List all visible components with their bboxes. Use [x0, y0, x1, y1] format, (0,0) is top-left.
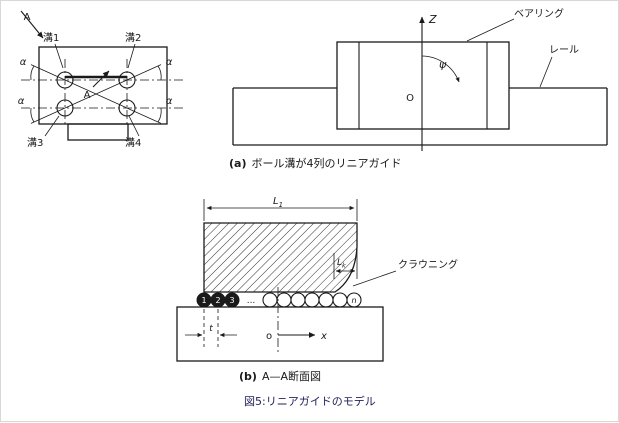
ball-mid-2 — [276, 292, 292, 308]
groove4-leader — [128, 115, 140, 137]
ball-mid-1 — [262, 292, 278, 308]
contact-line-2 — [30, 64, 162, 124]
alpha-arc-br — [157, 107, 162, 123]
groove4-label: 溝4 — [125, 136, 141, 149]
crowning-callout-leader — [352, 270, 397, 287]
rail-callout-label: レール — [549, 45, 579, 56]
groove2-leader — [127, 43, 136, 69]
section-arrow-center — [92, 70, 110, 88]
groove2-label: 溝2 — [125, 31, 141, 44]
alpha-arc-bl — [30, 107, 35, 123]
ball-ellipsis: ... — [247, 296, 256, 306]
panel-a-caption-text: ボール溝が4列のリニアガイド — [251, 156, 401, 170]
groove3-leader — [44, 115, 60, 137]
section-label-top: A — [24, 12, 31, 23]
panel-a-caption-prefix: (a) — [229, 157, 246, 170]
panel-a-side-view: Z ψ O ベアリング レール — [232, 7, 608, 151]
t-dimension-label: t — [209, 324, 213, 334]
groove1-label: 溝1 — [43, 31, 59, 44]
alpha-label-br: α — [166, 96, 173, 107]
crowning-callout-label: クラウニング — [398, 258, 458, 271]
groove1-leader — [54, 43, 64, 69]
ball-1-number: 1 — [201, 296, 206, 305]
rail-callout-leader — [539, 56, 553, 88]
ball-mid-5 — [318, 292, 334, 308]
alpha-arc-tl — [30, 65, 35, 81]
alpha-label-tr: α — [166, 57, 173, 68]
figure-caption: 図5:リニアガイドのモデル — [244, 394, 376, 408]
carriage-section-hatched — [203, 222, 358, 293]
ball-mid-4 — [304, 292, 320, 308]
bearing-callout-label: ベアリング — [514, 7, 564, 20]
L1-sub: 1 — [279, 201, 283, 209]
psi-angle-arc — [421, 55, 460, 83]
panel-b-section-view: L1 Lk クラウニング 1 2 3 ... n t — [176, 196, 458, 362]
panel-b-caption: (b) A—A断面図 — [239, 369, 321, 383]
panel-b-caption-text: A—A断面図 — [262, 369, 321, 383]
Lk-dimension-label: Lk — [337, 258, 346, 270]
L1-main: L — [273, 196, 279, 207]
z-axis-label: Z — [428, 13, 437, 26]
alpha-label-tl: α — [20, 57, 27, 68]
L1-dimension-label: L1 — [273, 196, 283, 209]
rail-section-block — [176, 306, 384, 362]
origin-label-side-view: O — [406, 93, 414, 104]
panel-a-cross-section: A A α α α α 溝1 溝2 溝3 — [18, 10, 183, 149]
alpha-label-bl: α — [18, 96, 25, 107]
origin-label-section: o — [266, 331, 272, 342]
x-axis-label: x — [320, 331, 327, 342]
alpha-arc-tr — [157, 65, 162, 81]
section-arrow-top — [20, 10, 44, 39]
ball-n-label: n — [351, 296, 356, 305]
Lk-main: L — [337, 258, 342, 268]
ball-3-number: 3 — [229, 296, 234, 305]
psi-angle-label: ψ — [439, 58, 447, 71]
bearing-callout-leader — [466, 18, 515, 42]
bearing-body — [336, 41, 510, 130]
rail-stub-block — [67, 123, 129, 141]
panel-b-caption-prefix: (b) — [239, 370, 257, 383]
ball-mid-3 — [290, 292, 306, 308]
Lk-sub: k — [342, 262, 346, 270]
section-label-center: A — [84, 90, 91, 101]
panel-a-caption: (a) ボール溝が4列のリニアガイド — [229, 156, 401, 170]
ball-2-number: 2 — [215, 296, 220, 305]
groove3-label: 溝3 — [27, 136, 43, 149]
ball-mid-6 — [332, 292, 348, 308]
